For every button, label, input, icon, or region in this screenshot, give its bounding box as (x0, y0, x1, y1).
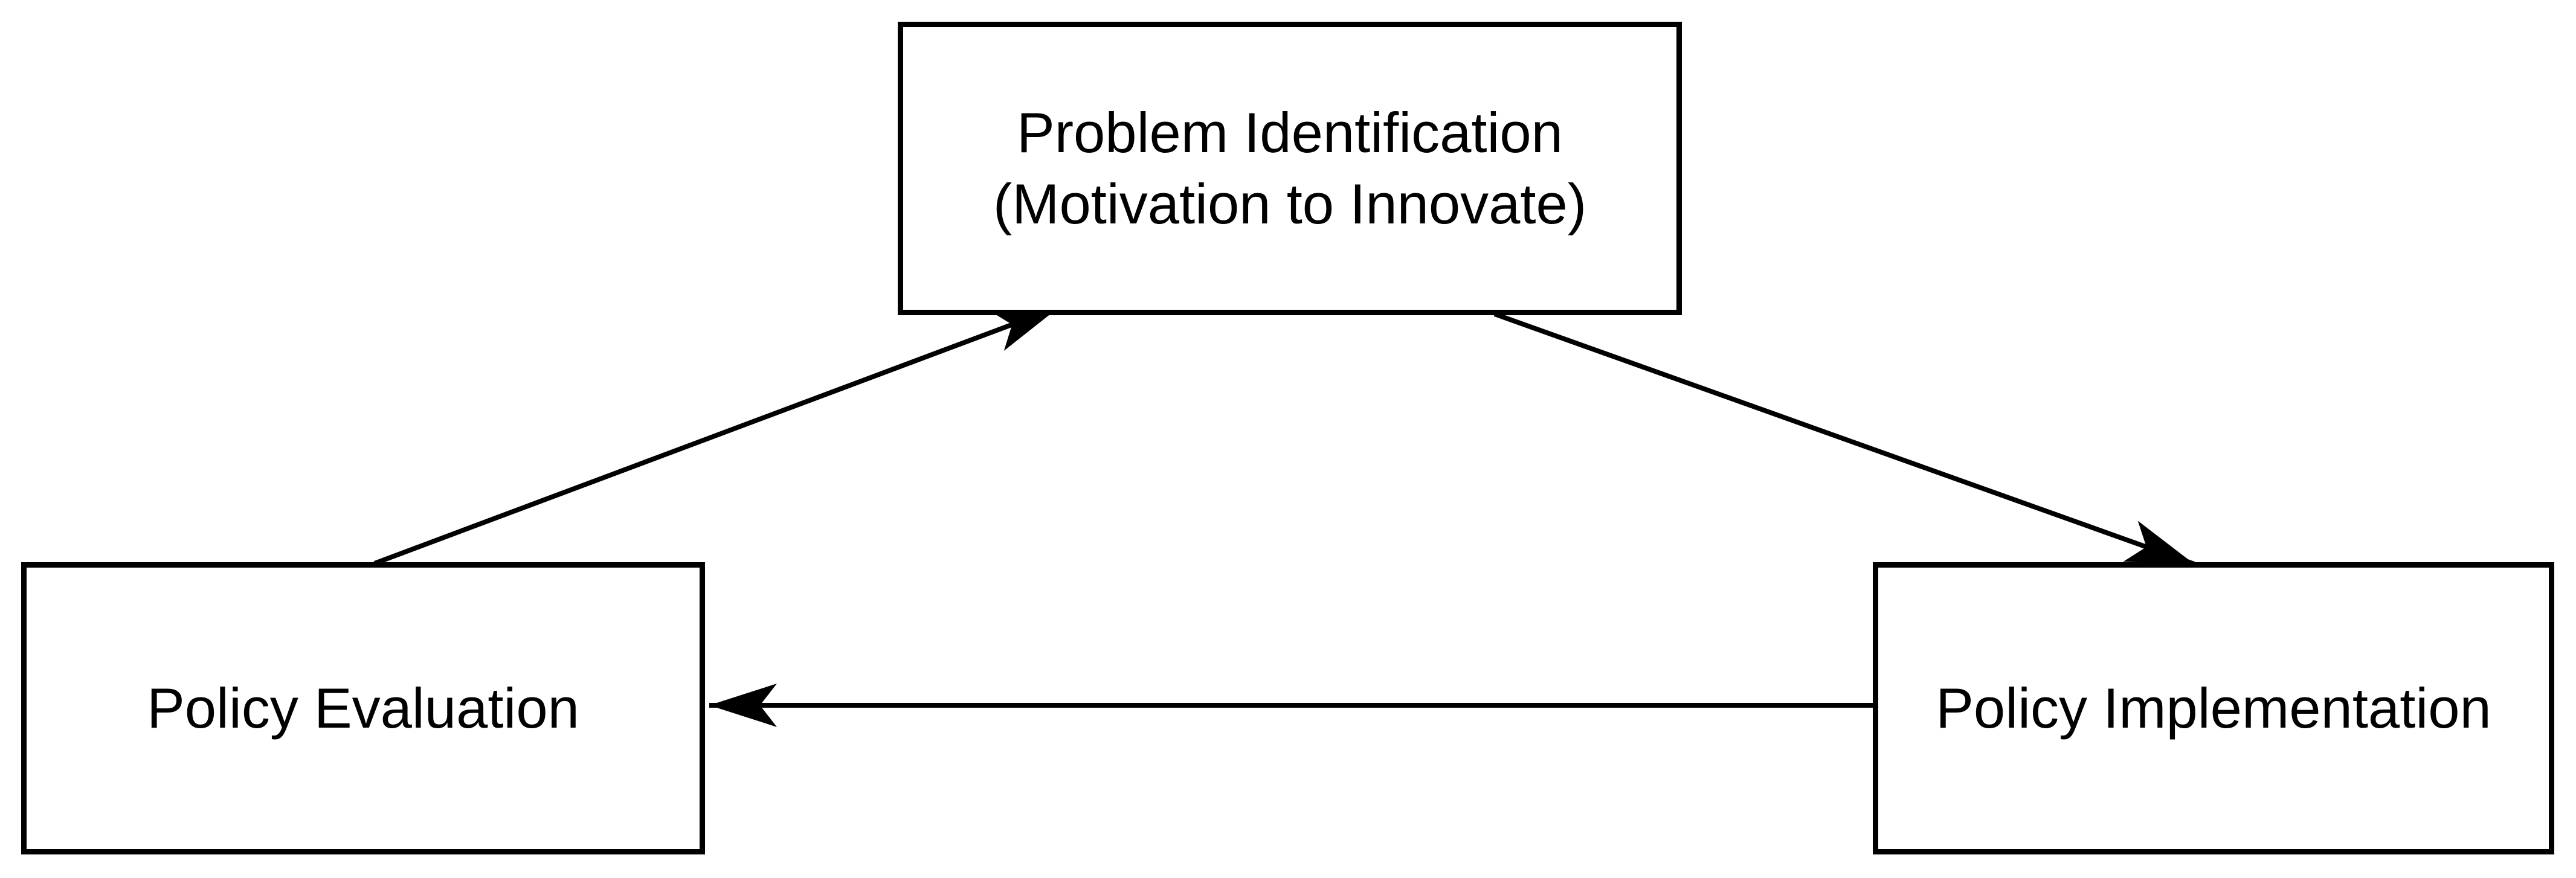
node-problem-identification-label-line1: Problem Identification (1017, 101, 1563, 164)
node-policy-evaluation-label: Policy Evaluation (147, 676, 579, 740)
node-policy-implementation: Policy Implementation (1873, 562, 2554, 854)
node-problem-identification-label-line2: (Motivation to Innovate) (993, 172, 1587, 236)
node-policy-implementation-label: Policy Implementation (1936, 676, 2491, 740)
edge-evaluation-to-identification (373, 304, 1061, 566)
node-policy-evaluation: Policy Evaluation (21, 562, 705, 854)
edge-identification-to-implementation (1493, 312, 2195, 566)
node-problem-identification: Problem Identification (Motivation to In… (898, 22, 1682, 315)
